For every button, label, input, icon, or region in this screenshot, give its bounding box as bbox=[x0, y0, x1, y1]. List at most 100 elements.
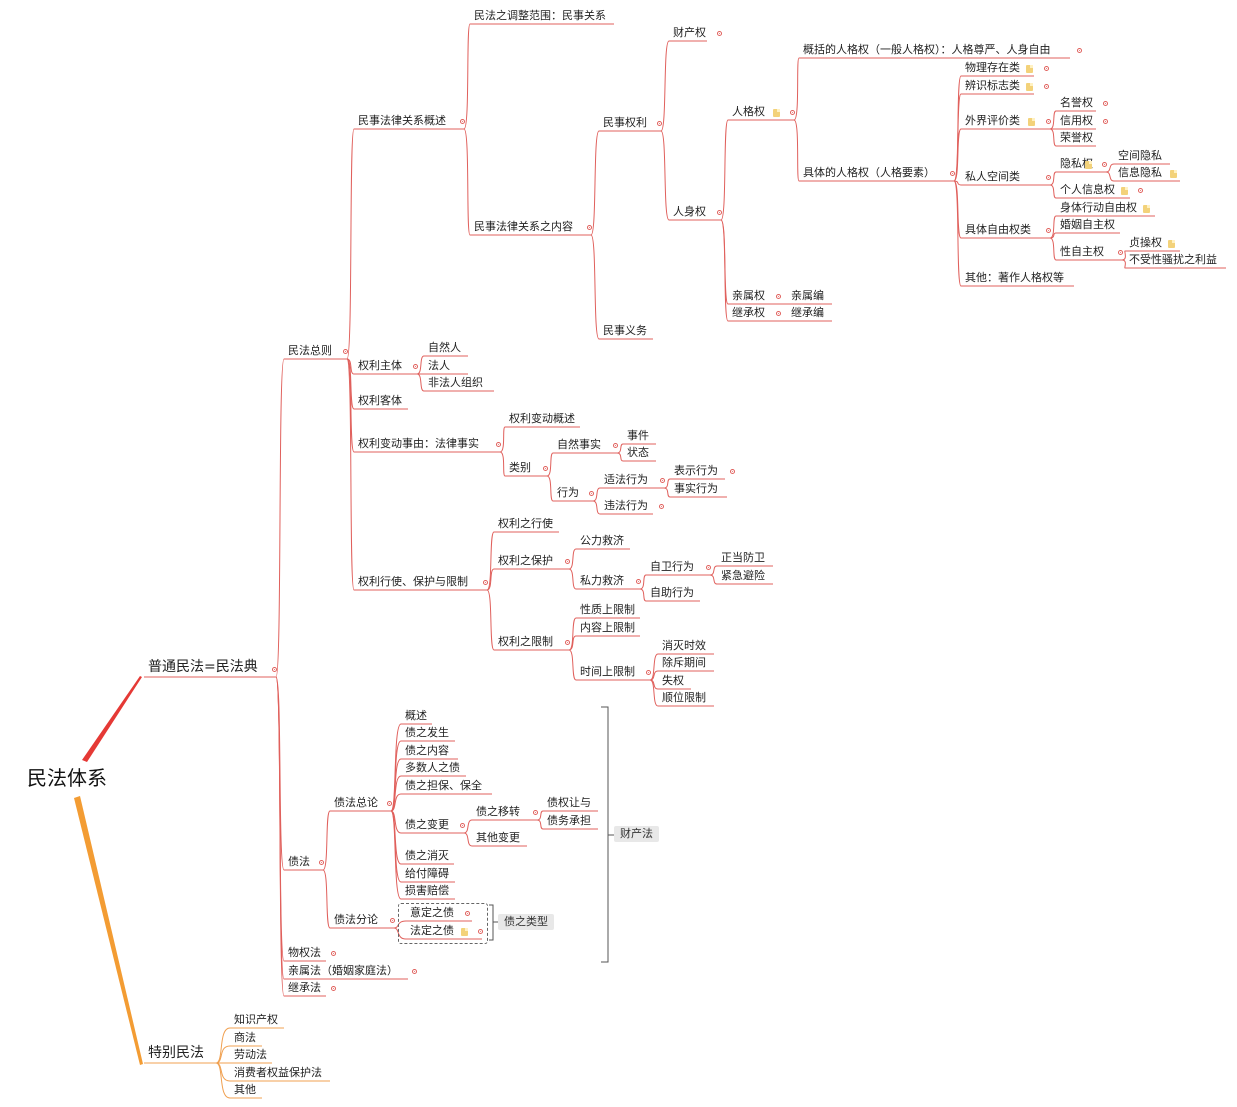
topic-s-statutory[interactable]: 法定之债 bbox=[410, 924, 454, 937]
collapse-toggle-icon[interactable] bbox=[1046, 228, 1051, 233]
summary-property-law[interactable]: 财产法 bbox=[614, 826, 659, 842]
collapse-toggle-icon[interactable] bbox=[659, 504, 664, 509]
topic-category[interactable]: 类别 bbox=[509, 461, 531, 474]
collapse-toggle-icon[interactable] bbox=[543, 466, 548, 471]
collapse-toggle-icon[interactable] bbox=[660, 478, 665, 483]
topic-pinfo[interactable]: 个人信息权 bbox=[1060, 183, 1115, 196]
collapse-toggle-icon[interactable] bbox=[1044, 84, 1049, 89]
collapse-toggle-icon[interactable] bbox=[1077, 48, 1082, 53]
topic-inherit-b[interactable]: 继承编 bbox=[791, 306, 824, 319]
note-icon[interactable] bbox=[1026, 83, 1033, 91]
root-topic[interactable]: 民法体系 bbox=[27, 766, 107, 790]
topic-exclus[interactable]: 除斥期间 bbox=[662, 656, 706, 669]
topic-name-r[interactable]: 名誉权 bbox=[1060, 96, 1093, 109]
topic-emerg[interactable]: 紧急避险 bbox=[721, 569, 765, 582]
collapse-toggle-icon[interactable] bbox=[533, 810, 538, 815]
topic-sex[interactable]: 性自主权 bbox=[1060, 245, 1104, 258]
topic-duty[interactable]: 民事义务 bbox=[603, 324, 647, 337]
topic-just-def[interactable]: 正当防卫 bbox=[721, 551, 765, 564]
collapse-toggle-icon[interactable] bbox=[331, 986, 336, 991]
collapse-toggle-icon[interactable] bbox=[589, 491, 594, 496]
collapse-toggle-icon[interactable] bbox=[950, 171, 955, 176]
topic-sp-com[interactable]: 商法 bbox=[234, 1031, 256, 1044]
topic-subject[interactable]: 权利主体 bbox=[358, 359, 402, 372]
topic-harass[interactable]: 不受性骚扰之利益 bbox=[1129, 253, 1217, 266]
topic-g-other[interactable]: 其他变更 bbox=[476, 831, 520, 844]
topic-sp-lab[interactable]: 劳动法 bbox=[234, 1048, 267, 1061]
topic-real[interactable]: 物权法 bbox=[288, 946, 321, 959]
topic-g-content[interactable]: 债之内容 bbox=[405, 744, 449, 757]
topic-change-over[interactable]: 权利变动概述 bbox=[509, 412, 575, 425]
topic-marriage[interactable]: 婚姻自主权 bbox=[1060, 218, 1115, 231]
topic-debt[interactable]: 债法 bbox=[288, 855, 310, 868]
topic-ex-prot[interactable]: 权利之保护 bbox=[498, 554, 553, 567]
topic-chastity[interactable]: 贞操权 bbox=[1129, 236, 1162, 249]
collapse-toggle-icon[interactable] bbox=[1103, 119, 1108, 124]
topic-rel[interactable]: 民事法律关系概述 bbox=[358, 114, 446, 127]
collapse-toggle-icon[interactable] bbox=[790, 110, 795, 115]
topic-sp-cons[interactable]: 消费者权益保护法 bbox=[234, 1066, 322, 1079]
note-icon[interactable] bbox=[1026, 65, 1033, 73]
topic-special[interactable]: 特别民法 bbox=[148, 1045, 204, 1061]
topic-kin[interactable]: 亲属权 bbox=[732, 289, 765, 302]
collapse-toggle-icon[interactable] bbox=[1138, 188, 1143, 193]
collapse-toggle-icon[interactable] bbox=[646, 670, 651, 675]
note-icon[interactable] bbox=[1121, 187, 1128, 195]
topic-ex-use[interactable]: 权利之行使 bbox=[498, 517, 553, 530]
topic-eval[interactable]: 外界评价类 bbox=[965, 114, 1020, 127]
topic-forfeit[interactable]: 失权 bbox=[662, 674, 684, 687]
topic-g-assume[interactable]: 债务承担 bbox=[547, 814, 591, 827]
collapse-toggle-icon[interactable] bbox=[387, 801, 392, 806]
topic-self-def[interactable]: 自卫行为 bbox=[650, 560, 694, 573]
topic-pub-rel[interactable]: 公力救济 bbox=[580, 534, 624, 547]
topic-object[interactable]: 权利客体 bbox=[358, 394, 402, 407]
topic-property-r[interactable]: 财产权 bbox=[673, 26, 706, 39]
topic-express[interactable]: 表示行为 bbox=[674, 464, 718, 477]
topic-free[interactable]: 具体自由权类 bbox=[965, 223, 1031, 236]
collapse-toggle-icon[interactable] bbox=[1044, 66, 1049, 71]
collapse-toggle-icon[interactable] bbox=[565, 559, 570, 564]
summary-debt-types[interactable]: 债之类型 bbox=[498, 914, 554, 930]
topic-content[interactable]: 民事法律关系之内容 bbox=[474, 220, 573, 233]
collapse-toggle-icon[interactable] bbox=[496, 442, 501, 447]
topic-g-damage[interactable]: 损害赔偿 bbox=[405, 884, 449, 897]
collapse-toggle-icon[interactable] bbox=[1103, 101, 1108, 106]
topic-prio[interactable]: 顺位限制 bbox=[662, 691, 706, 704]
collapse-toggle-icon[interactable] bbox=[730, 469, 735, 474]
collapse-toggle-icon[interactable] bbox=[613, 443, 618, 448]
collapse-toggle-icon[interactable] bbox=[390, 918, 395, 923]
collapse-toggle-icon[interactable] bbox=[460, 119, 465, 124]
topic-kin-b[interactable]: 亲属编 bbox=[791, 289, 824, 302]
collapse-toggle-icon[interactable] bbox=[460, 823, 465, 828]
collapse-toggle-icon[interactable] bbox=[1046, 175, 1051, 180]
collapse-toggle-icon[interactable] bbox=[412, 969, 417, 974]
topic-s-consent[interactable]: 意定之债 bbox=[410, 906, 454, 919]
collapse-toggle-icon[interactable] bbox=[1118, 250, 1123, 255]
collapse-toggle-icon[interactable] bbox=[706, 565, 711, 570]
topic-g-transfer[interactable]: 债之移转 bbox=[476, 805, 520, 818]
topic-other-p[interactable]: 其他：著作人格权等 bbox=[965, 271, 1064, 284]
topic-debt-gen[interactable]: 债法总论 bbox=[334, 796, 378, 809]
collapse-toggle-icon[interactable] bbox=[1102, 162, 1107, 167]
note-icon[interactable] bbox=[1143, 205, 1150, 213]
topic-gp[interactable]: 民法总则 bbox=[288, 344, 332, 357]
topic-g-end[interactable]: 债之消灭 bbox=[405, 849, 449, 862]
topic-gen-pers[interactable]: 概括的人格权（一般人格权）：人格尊严、人身自由 bbox=[803, 43, 1051, 56]
collapse-toggle-icon[interactable] bbox=[587, 225, 592, 230]
topic-spec-pers[interactable]: 具体的人格权（人格要素） bbox=[803, 166, 935, 179]
collapse-toggle-icon[interactable] bbox=[776, 311, 781, 316]
topic-g-arise[interactable]: 债之发生 bbox=[405, 726, 449, 739]
topic-unincorp[interactable]: 非法人组织 bbox=[428, 376, 483, 389]
topic-natural[interactable]: 自然人 bbox=[428, 341, 461, 354]
collapse-toggle-icon[interactable] bbox=[717, 31, 722, 36]
topic-g-guar[interactable]: 债之担保、保全 bbox=[405, 779, 482, 792]
topic-change[interactable]: 权利变动事由：法律事实 bbox=[358, 437, 479, 450]
note-icon[interactable] bbox=[1170, 170, 1177, 178]
topic-phys[interactable]: 物理存在类 bbox=[965, 61, 1020, 74]
collapse-toggle-icon[interactable] bbox=[717, 210, 722, 215]
topic-event[interactable]: 事件 bbox=[627, 429, 649, 442]
topic-legal[interactable]: 法人 bbox=[428, 359, 450, 372]
topic-info-p[interactable]: 信息隐私 bbox=[1118, 166, 1162, 179]
collapse-toggle-icon[interactable] bbox=[636, 579, 641, 584]
topic-g-change[interactable]: 债之变更 bbox=[405, 818, 449, 831]
